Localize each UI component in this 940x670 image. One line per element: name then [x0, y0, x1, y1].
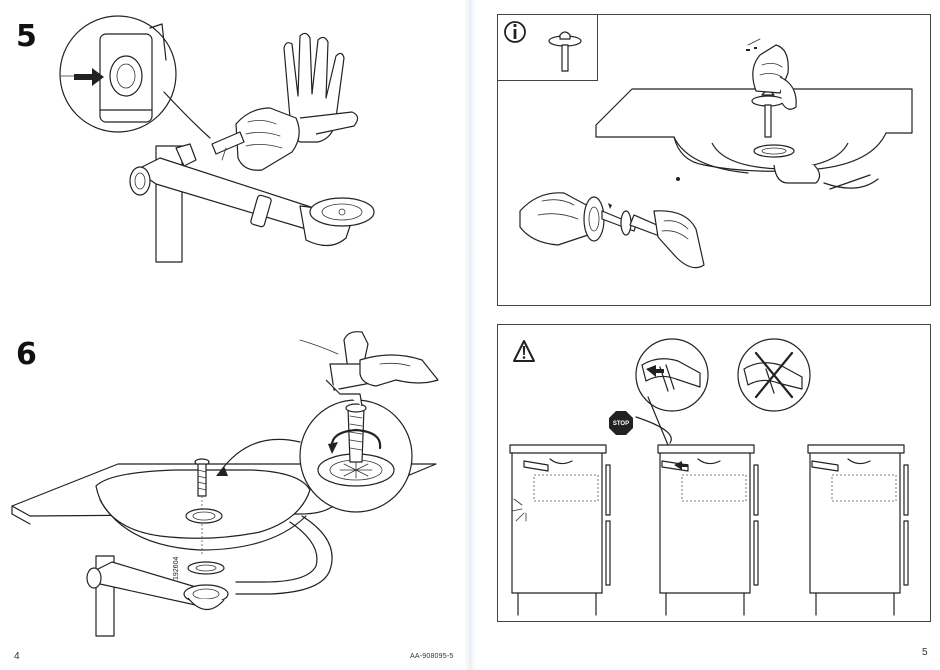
step-6-callout-line — [219, 438, 301, 473]
step-5-number: 5 — [16, 19, 37, 54]
cabinet-2 — [657, 444, 759, 616]
right-page: STOP — [470, 0, 940, 670]
rubber-washer — [187, 561, 225, 575]
basin-strainer — [185, 508, 223, 524]
warning-icon — [513, 340, 535, 362]
step-6-illustration — [11, 331, 439, 637]
rotation-arrow-icon — [330, 428, 382, 450]
step-6-number: 6 — [16, 337, 37, 372]
correct-detail-circle — [635, 338, 709, 412]
step-5-detail-arrow — [74, 68, 104, 86]
info-legend-box — [497, 14, 598, 81]
info-illustration — [519, 38, 913, 269]
step-5-callout-line — [163, 91, 211, 139]
step-6-pipe-assembly — [86, 555, 229, 637]
stop-sign-icon: STOP — [609, 411, 633, 435]
drain-hose — [235, 521, 318, 583]
hand-holding-pipe — [211, 107, 300, 171]
left-page-number: 4 — [14, 651, 20, 662]
arrow-icon — [646, 365, 664, 377]
incorrect-detail-circle — [737, 338, 811, 412]
hand-with-screwdriver — [299, 331, 439, 407]
info-legend-graphic — [504, 21, 582, 72]
hand-inserting-plug — [747, 38, 797, 138]
plug-stopper-icon — [548, 31, 582, 72]
step-5-illustration — [59, 15, 375, 263]
cabinet-3 — [807, 444, 909, 616]
right-page-number: 5 — [922, 647, 928, 658]
step-5-pipe-assembly — [129, 143, 375, 263]
left-page: 5 — [11, 15, 454, 662]
part-number-label: 192604 — [173, 556, 180, 580]
drain-screw — [194, 458, 210, 497]
hands-assembling-plug — [519, 192, 705, 269]
info-panel — [497, 14, 931, 306]
raised-hand-icon — [283, 32, 359, 143]
cross-icon — [754, 351, 794, 399]
basin-drain — [753, 144, 795, 158]
cabinet-1 — [509, 444, 611, 616]
stop-sign-text: STOP — [613, 421, 629, 427]
step-5-detail-pipe — [99, 23, 167, 123]
step-6-detail-strainer — [317, 403, 395, 487]
document-code: AA-908095-5 — [410, 653, 454, 660]
page-fold — [464, 0, 476, 670]
warning-panel: STOP — [497, 324, 931, 622]
warning-illustration: STOP — [509, 338, 909, 616]
stop-callout-line — [635, 416, 672, 444]
